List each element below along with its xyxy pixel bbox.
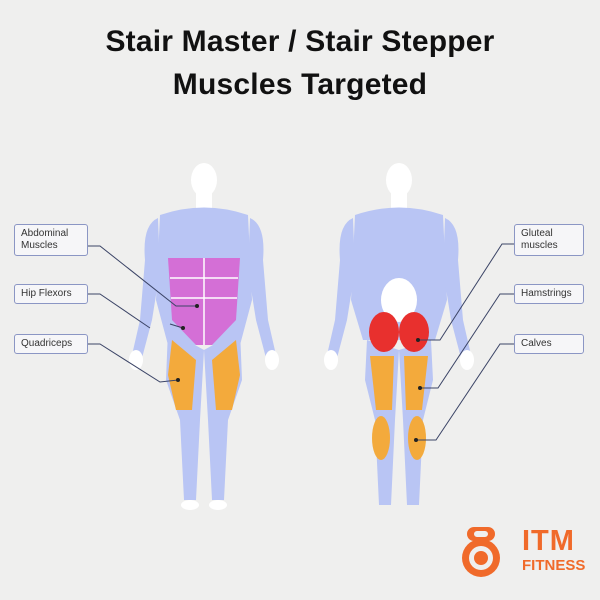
quadriceps: [168, 340, 240, 410]
label-gluteal-muscles: Gluteal muscles: [514, 224, 584, 256]
label-hamstrings: Hamstrings: [514, 284, 584, 304]
label-line: muscles: [521, 240, 558, 251]
title-line-1: Stair Master / Stair Stepper: [105, 25, 495, 58]
gluteal-muscles: [369, 312, 429, 352]
label-calves: Calves: [514, 334, 584, 354]
logo-sub-text: FITNESS: [522, 557, 586, 574]
calves: [372, 416, 426, 460]
label-quadriceps: Quadriceps: [14, 334, 88, 354]
kettlebell-logo-icon: [462, 527, 500, 577]
label-line: Abdominal: [21, 228, 69, 239]
label-line: Gluteal: [521, 228, 553, 239]
hamstrings: [370, 356, 428, 410]
leader-lines: [88, 243, 515, 441]
label-line: Muscles: [21, 240, 58, 251]
logo-main-text: ITM: [522, 525, 575, 557]
back-body: [324, 163, 474, 505]
label-abdominal-muscles: Abdominal Muscles: [14, 224, 88, 256]
title-line-2: Muscles Targeted: [172, 68, 428, 101]
itm-fitness-logo: ITM FITNESS: [462, 525, 592, 585]
label-hip-flexors: Hip Flexors: [14, 284, 88, 304]
